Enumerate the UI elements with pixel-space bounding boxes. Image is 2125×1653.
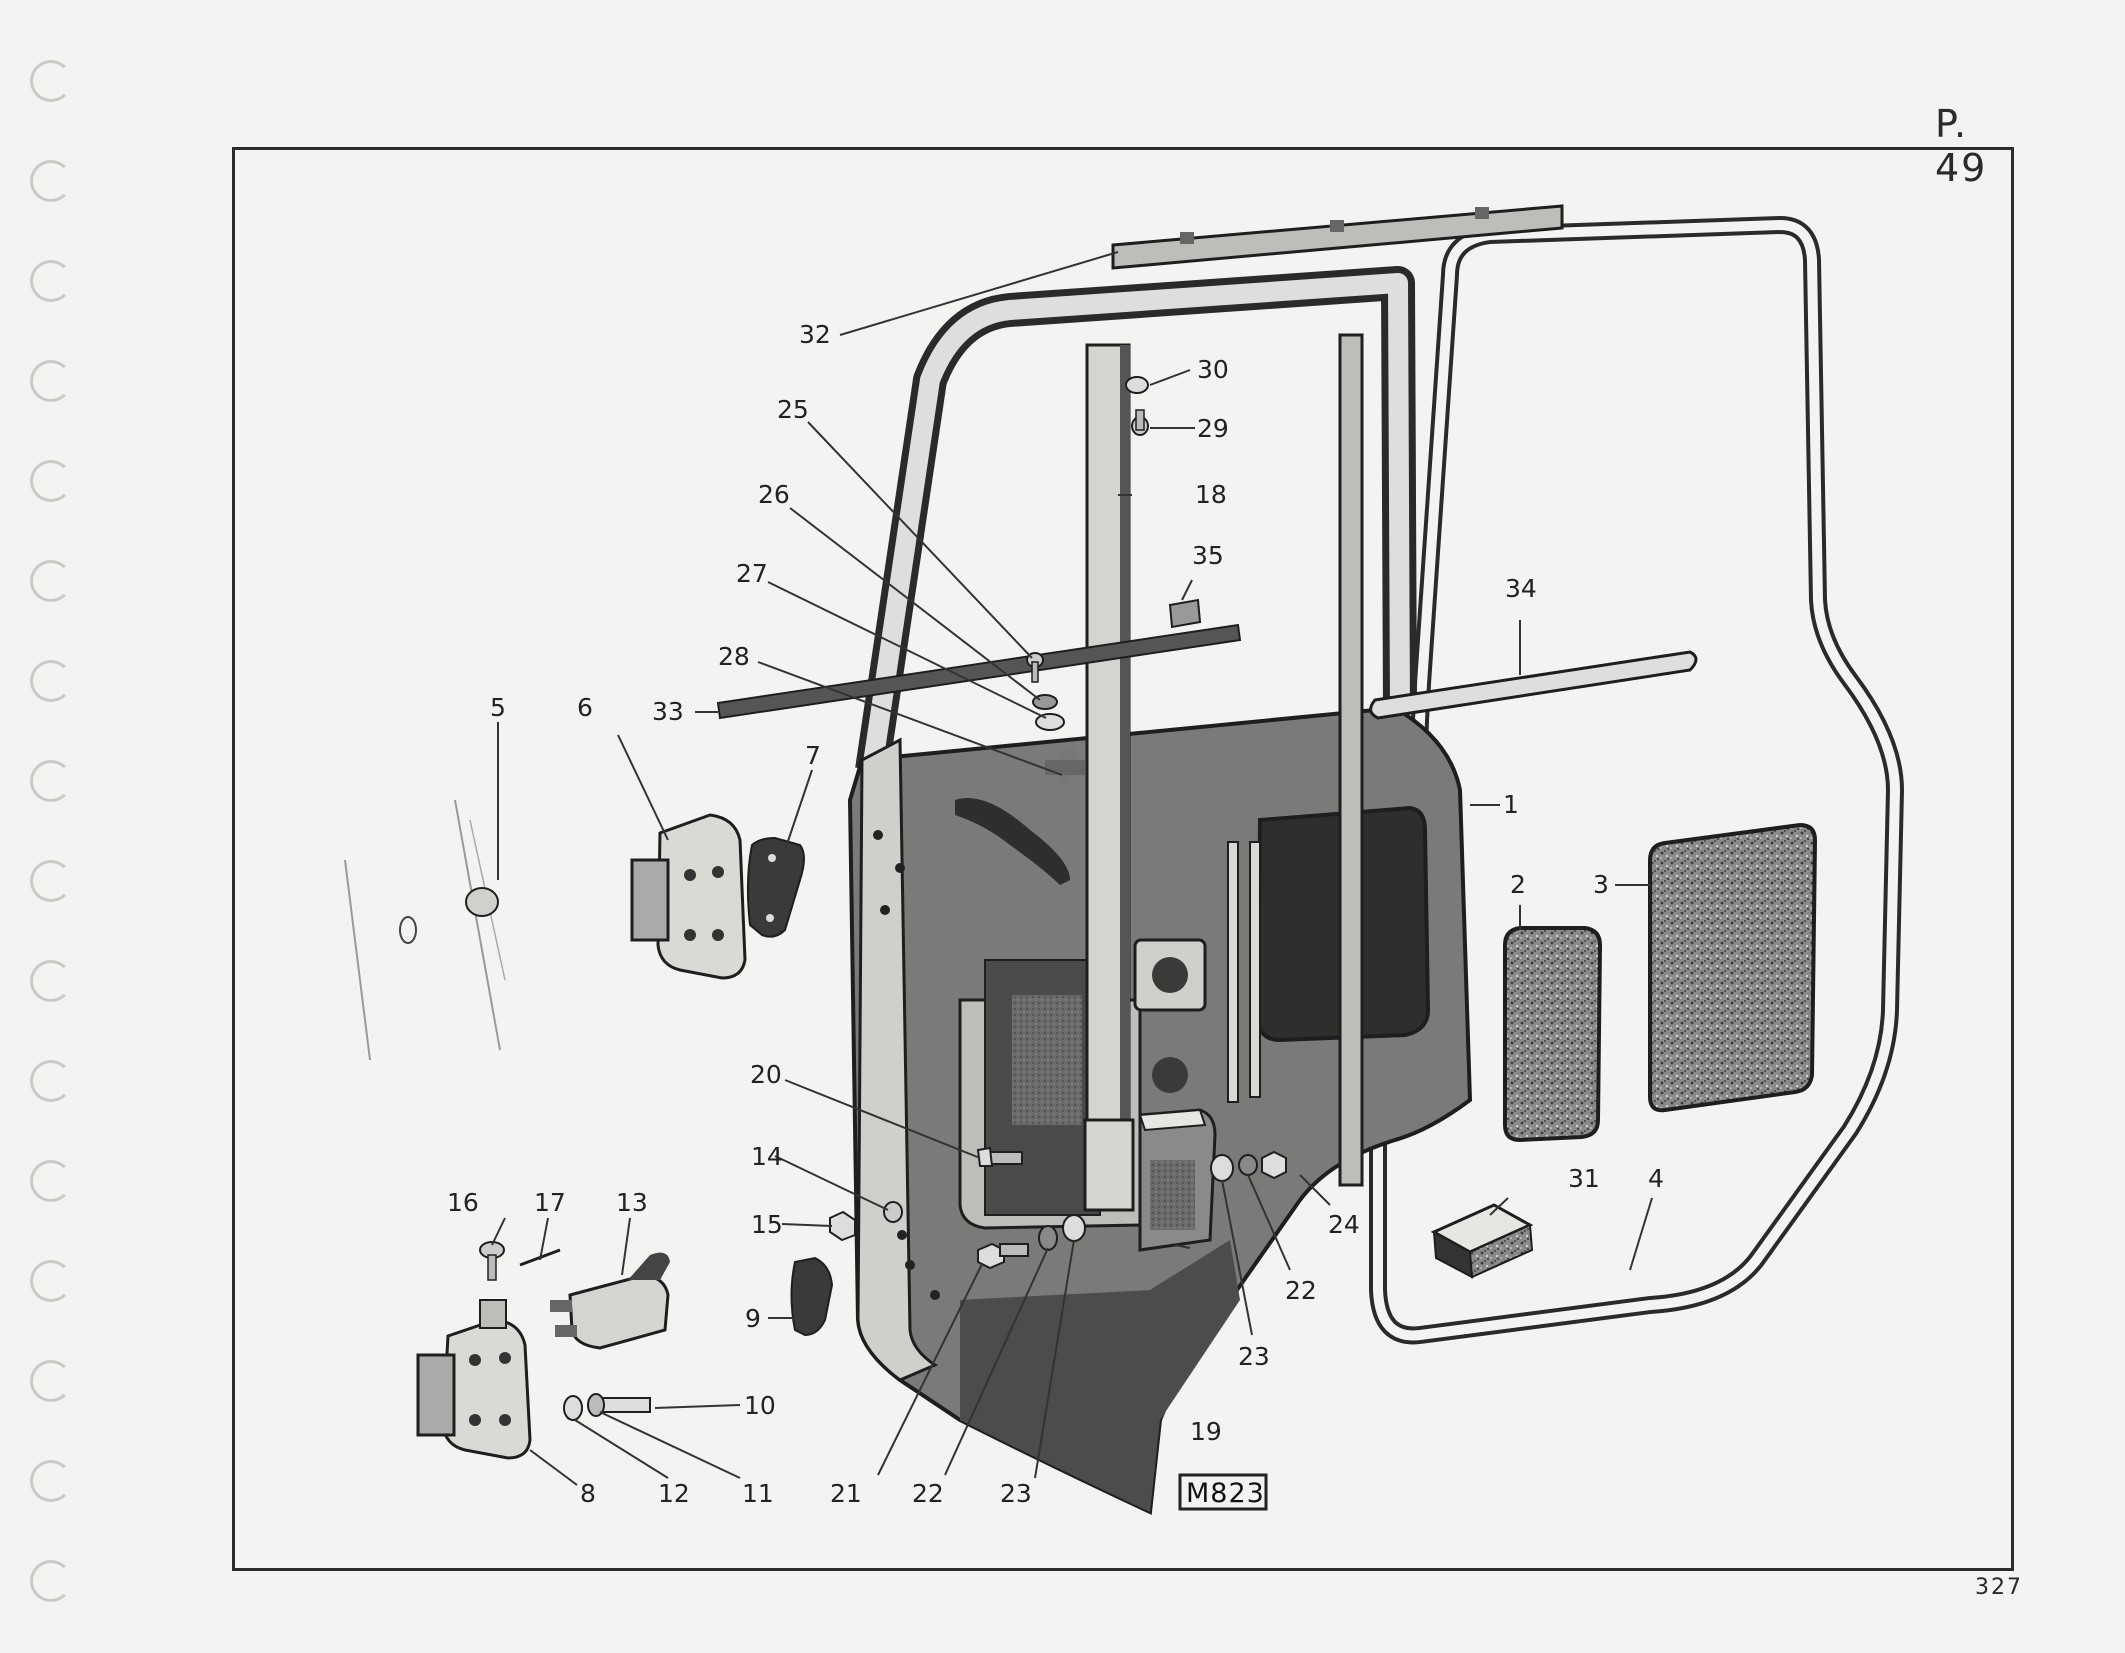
callout-15: 15	[751, 1210, 783, 1239]
binder-hole	[30, 760, 72, 802]
window-regulator-body	[1083, 1108, 1217, 1252]
binder-hole	[30, 660, 72, 702]
binder-hole	[30, 1160, 72, 1202]
callout-23-lower: 23	[1000, 1479, 1032, 1508]
lower-hinge	[416, 1299, 532, 1460]
binder-hole	[30, 1260, 72, 1302]
binder-hole	[30, 160, 72, 202]
callout-5: 5	[490, 693, 506, 722]
callout-27: 27	[736, 559, 768, 588]
binder-holes	[22, 52, 82, 1612]
callout-6: 6	[577, 693, 593, 722]
binder-hole	[30, 1360, 72, 1402]
callout-19: 19	[1190, 1417, 1222, 1446]
callout-16: 16	[447, 1188, 479, 1217]
trim-pad-large	[1648, 822, 1818, 1113]
callout-13: 13	[616, 1188, 648, 1217]
binder-hole	[30, 1560, 72, 1602]
callout-24: 24	[1328, 1210, 1360, 1239]
binder-hole	[30, 260, 72, 302]
figure-code: M823	[1178, 1473, 1268, 1511]
window-top-seal	[1111, 204, 1564, 270]
upper-hinge-gasket	[746, 836, 805, 938]
callout-9: 9	[745, 1304, 761, 1333]
binder-hole	[30, 460, 72, 502]
callout-3: 3	[1593, 870, 1609, 899]
inner-belt-rod	[1369, 650, 1698, 720]
binder-hole	[30, 1460, 72, 1502]
page-reference: P. 49	[1935, 102, 1988, 190]
diagram-frame	[232, 147, 2014, 1571]
callout-30: 30	[1197, 355, 1229, 384]
callout-7: 7	[805, 741, 821, 770]
callout-26: 26	[758, 480, 790, 509]
binder-hole	[30, 860, 72, 902]
callout-35: 35	[1192, 541, 1224, 570]
binder-hole	[30, 360, 72, 402]
callout-28: 28	[718, 642, 750, 671]
callout-33: 33	[652, 697, 684, 726]
window-regulator	[1045, 745, 1085, 790]
callout-29: 29	[1197, 414, 1229, 443]
callout-32: 32	[799, 320, 831, 349]
binder-hole	[30, 1060, 72, 1102]
callout-34: 34	[1505, 574, 1537, 603]
page-number: 327	[1975, 1575, 2023, 1600]
figure-code-label: M823	[1186, 1478, 1265, 1509]
trim-pad-small	[1503, 926, 1603, 1143]
callout-14: 14	[751, 1142, 783, 1171]
hardware-fasteners	[344, 376, 1287, 1421]
binder-hole	[30, 560, 72, 602]
callout-22-right: 22	[1285, 1276, 1317, 1305]
callouts: 1 2 3 4 5 6 7 8 9 10 11 12 13 14 15 16 1…	[447, 320, 1664, 1508]
buffer-block	[1430, 1203, 1534, 1279]
callout-22-lower: 22	[912, 1479, 944, 1508]
callout-17: 17	[534, 1188, 566, 1217]
callout-leaders	[491, 251, 1653, 1486]
binder-hole	[30, 60, 72, 102]
callout-11: 11	[742, 1479, 774, 1508]
callout-21: 21	[830, 1479, 862, 1508]
door-check-strap	[550, 1252, 670, 1350]
callout-10: 10	[744, 1391, 776, 1420]
callout-23-right: 23	[1238, 1342, 1270, 1371]
binder-hole	[30, 960, 72, 1002]
upper-hinge	[630, 813, 747, 980]
callout-20: 20	[750, 1060, 782, 1089]
callout-8: 8	[580, 1479, 596, 1508]
lower-hinge-gasket	[790, 1256, 834, 1337]
callout-25: 25	[777, 395, 809, 424]
window-channel-rear	[1338, 333, 1364, 1187]
callout-2: 2	[1510, 870, 1526, 899]
callout-12: 12	[658, 1479, 690, 1508]
outer-belt-strip	[716, 623, 1242, 720]
callout-18: 18	[1195, 480, 1227, 509]
callout-4: 4	[1648, 1164, 1664, 1193]
callout-1: 1	[1503, 790, 1519, 819]
callout-31: 31	[1568, 1164, 1600, 1193]
door-shell	[847, 266, 1473, 1515]
window-channel-front	[1085, 343, 1131, 1127]
